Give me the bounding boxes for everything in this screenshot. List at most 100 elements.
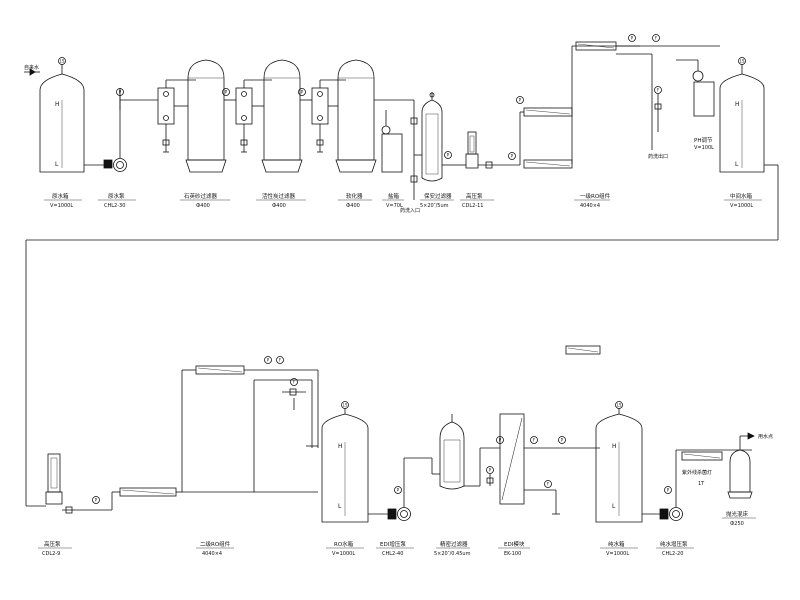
pressure-gauge-sand: P xyxy=(225,90,228,95)
brine-tank: 盐箱 V=70L xyxy=(374,99,414,209)
tank-low-raw: L xyxy=(55,161,59,168)
uv-sterilizer: 紫外线杀菌灯 1T xyxy=(681,451,723,487)
cartridge-filter-spec: 5×20″/5um xyxy=(420,203,449,209)
pressure-gauge-ro1: P xyxy=(519,98,522,103)
pressure-gauge-edi-pump: P xyxy=(397,488,400,493)
softener-spec: Ф400 xyxy=(346,203,360,209)
pressure-gauge-pure-pump: P xyxy=(667,488,670,493)
edi-module-name: EDI模块 xyxy=(504,540,525,548)
carbon-filter: 活性炭过滤器 Ф400 P xyxy=(224,59,306,209)
outlet-label: 用水点 xyxy=(758,433,773,440)
flow-gauge-edi: F xyxy=(533,438,536,443)
ph-adjust: PH调节 V=100L xyxy=(676,59,715,151)
mid-tank-name: 中间水箱 xyxy=(730,192,753,200)
precision-filter-name: 精密过滤器 xyxy=(440,540,468,548)
high-pressure-pump-2: P 高压泵 CDL2-9 xyxy=(38,453,112,557)
pure-tank-name: 纯水箱 xyxy=(608,540,625,548)
precision-filter-spec: 5×20″/0.45um xyxy=(434,551,471,557)
brine-tank-name: 盐箱 xyxy=(388,192,400,200)
raw-tank-name: 原水箱 xyxy=(52,192,69,200)
water-inlet: 自来水 xyxy=(24,64,40,76)
precision-filter: P 精密过滤器 5×20″/0.45um xyxy=(431,414,500,557)
sand-filter-name: 石英砂过滤器 xyxy=(184,192,218,200)
polishing-mixed-bed: 抛光混床 Ф250 xyxy=(722,444,756,527)
pure-pump-name: 纯水增压泵 xyxy=(660,540,688,548)
ro-tank-spec: V=1000L xyxy=(332,551,355,557)
pressure-gauge-precision: P xyxy=(489,468,492,473)
legend-box xyxy=(565,345,601,355)
raw-pump-name: 原水泵 xyxy=(108,192,125,200)
pressure-gauge-edi-in: P xyxy=(499,438,502,443)
pure-tank-spec: V=1000L xyxy=(606,551,629,557)
level-gauge-pure: LS xyxy=(617,403,622,408)
pure-booster-pump: P 纯水增压泵 CHL2-20 xyxy=(642,449,752,557)
pressure-gauge-cartridge: P xyxy=(447,153,450,158)
ro-stage-1: P P F F 药洗出口 一级RO组件 4040×4 xyxy=(516,34,720,209)
pressure-gauge-hp2: P xyxy=(95,498,98,503)
chem-inlet-note: 药洗入口 xyxy=(400,207,420,214)
brine-tank-spec: V=70L xyxy=(386,203,403,209)
pressure-gauge-hp1: P xyxy=(511,154,514,159)
sand-filter-spec: Ф400 xyxy=(196,203,210,209)
uv-spec: 1T xyxy=(698,481,705,487)
ro-stage-2: P F F 二级RO组件 4040×4 xyxy=(111,356,319,557)
flow-gauge-edi-conc: F xyxy=(547,482,550,487)
edi-module-spec: EK-100 xyxy=(504,551,521,557)
flow-gauge-ro1-conc: F xyxy=(657,88,660,93)
sand-filter: 石英砂过滤器 Ф400 P xyxy=(157,59,230,209)
tank-high-pure: H xyxy=(612,443,617,450)
tank-high-raw: H xyxy=(55,101,60,108)
flow-gauge-ro1: F xyxy=(655,36,658,41)
level-gauge-mid: LS xyxy=(740,59,745,64)
water-outlet: 用水点 xyxy=(739,432,773,444)
pure-water-tank: LS H L 纯水箱 V=1000L xyxy=(595,401,643,557)
ro1-name: 一级RO组件 xyxy=(580,192,611,200)
hp-pump1-spec: CDL2-11 xyxy=(462,203,483,209)
level-gauge-ro: LS xyxy=(343,403,348,408)
intermediate-tank: LS H L 中间水箱 V=1000L xyxy=(719,57,765,209)
cartridge-filter: 药洗入口 P 保安过滤器 5×20″/5um xyxy=(400,92,458,214)
tank-high-ro: H xyxy=(338,443,343,450)
chem-outlet-note: 药洗出口 xyxy=(648,153,668,160)
raw-tank-spec: V=1000L xyxy=(50,203,73,209)
ro1-spec: 4040×4 xyxy=(580,203,600,209)
pressure-gauge-edi-out: P xyxy=(561,438,564,443)
edi-module: P F P F EDI模块 EK-100 xyxy=(496,413,600,557)
level-gauge-raw: LS xyxy=(60,59,65,64)
ro2-spec: 4040×4 xyxy=(202,551,222,557)
high-pressure-pump-1: P 高压泵 CDL2-11 xyxy=(458,131,520,209)
pure-pump-spec: CHL2-20 xyxy=(662,551,683,557)
cartridge-filter-name: 保安过滤器 xyxy=(424,192,452,200)
inlet-label: 自来水 xyxy=(24,64,39,71)
tank-low-pure: L xyxy=(612,503,616,510)
uv-label: 紫外线杀菌灯 xyxy=(682,469,712,476)
raw-pump-spec: CHL2-30 xyxy=(104,203,125,209)
tank-high-mid: H xyxy=(735,101,740,108)
pressure-gauge-ro2: P xyxy=(267,358,270,363)
carbon-filter-spec: Ф400 xyxy=(272,203,286,209)
flow-gauge-ro2-conc: F xyxy=(293,380,296,385)
edi-booster-pump: P EDI增压泵 CHL2-40 xyxy=(368,457,432,557)
ro-water-tank: LS H L RO水箱 V=1000L xyxy=(321,401,369,557)
hp-pump2-name: 高压泵 xyxy=(44,540,61,548)
carbon-filter-name: 活性炭过滤器 xyxy=(262,192,296,200)
softener: 软化器 Ф400 xyxy=(300,59,377,209)
mixed-bed-name: 抛光混床 xyxy=(726,510,749,518)
mid-tank-spec: V=1000L xyxy=(730,203,753,209)
hp-pump1-name: 高压泵 xyxy=(466,192,483,200)
raw-water-pump: P 原水泵 CHL2-30 xyxy=(84,88,136,209)
edi-pump-name: EDI增压泵 xyxy=(380,540,406,548)
edi-pump-spec: CHL2-40 xyxy=(382,551,403,557)
tank-low-mid: L xyxy=(735,161,739,168)
ro-tank-name: RO水箱 xyxy=(334,540,354,548)
pressure-gauge-ro1-out: P xyxy=(631,36,634,41)
hp-pump2-spec: CDL2-9 xyxy=(42,551,60,557)
softener-name: 软化器 xyxy=(346,192,363,200)
ph-adjust-name: PH调节 xyxy=(694,136,713,144)
ph-adjust-spec: V=100L xyxy=(694,145,714,151)
mixed-bed-spec: Ф250 xyxy=(730,521,744,527)
raw-water-tank: LS H L 原水箱 V=1000L xyxy=(39,57,85,209)
pressure-gauge-carbon: P xyxy=(301,90,304,95)
tank-low-ro: L xyxy=(338,503,342,510)
